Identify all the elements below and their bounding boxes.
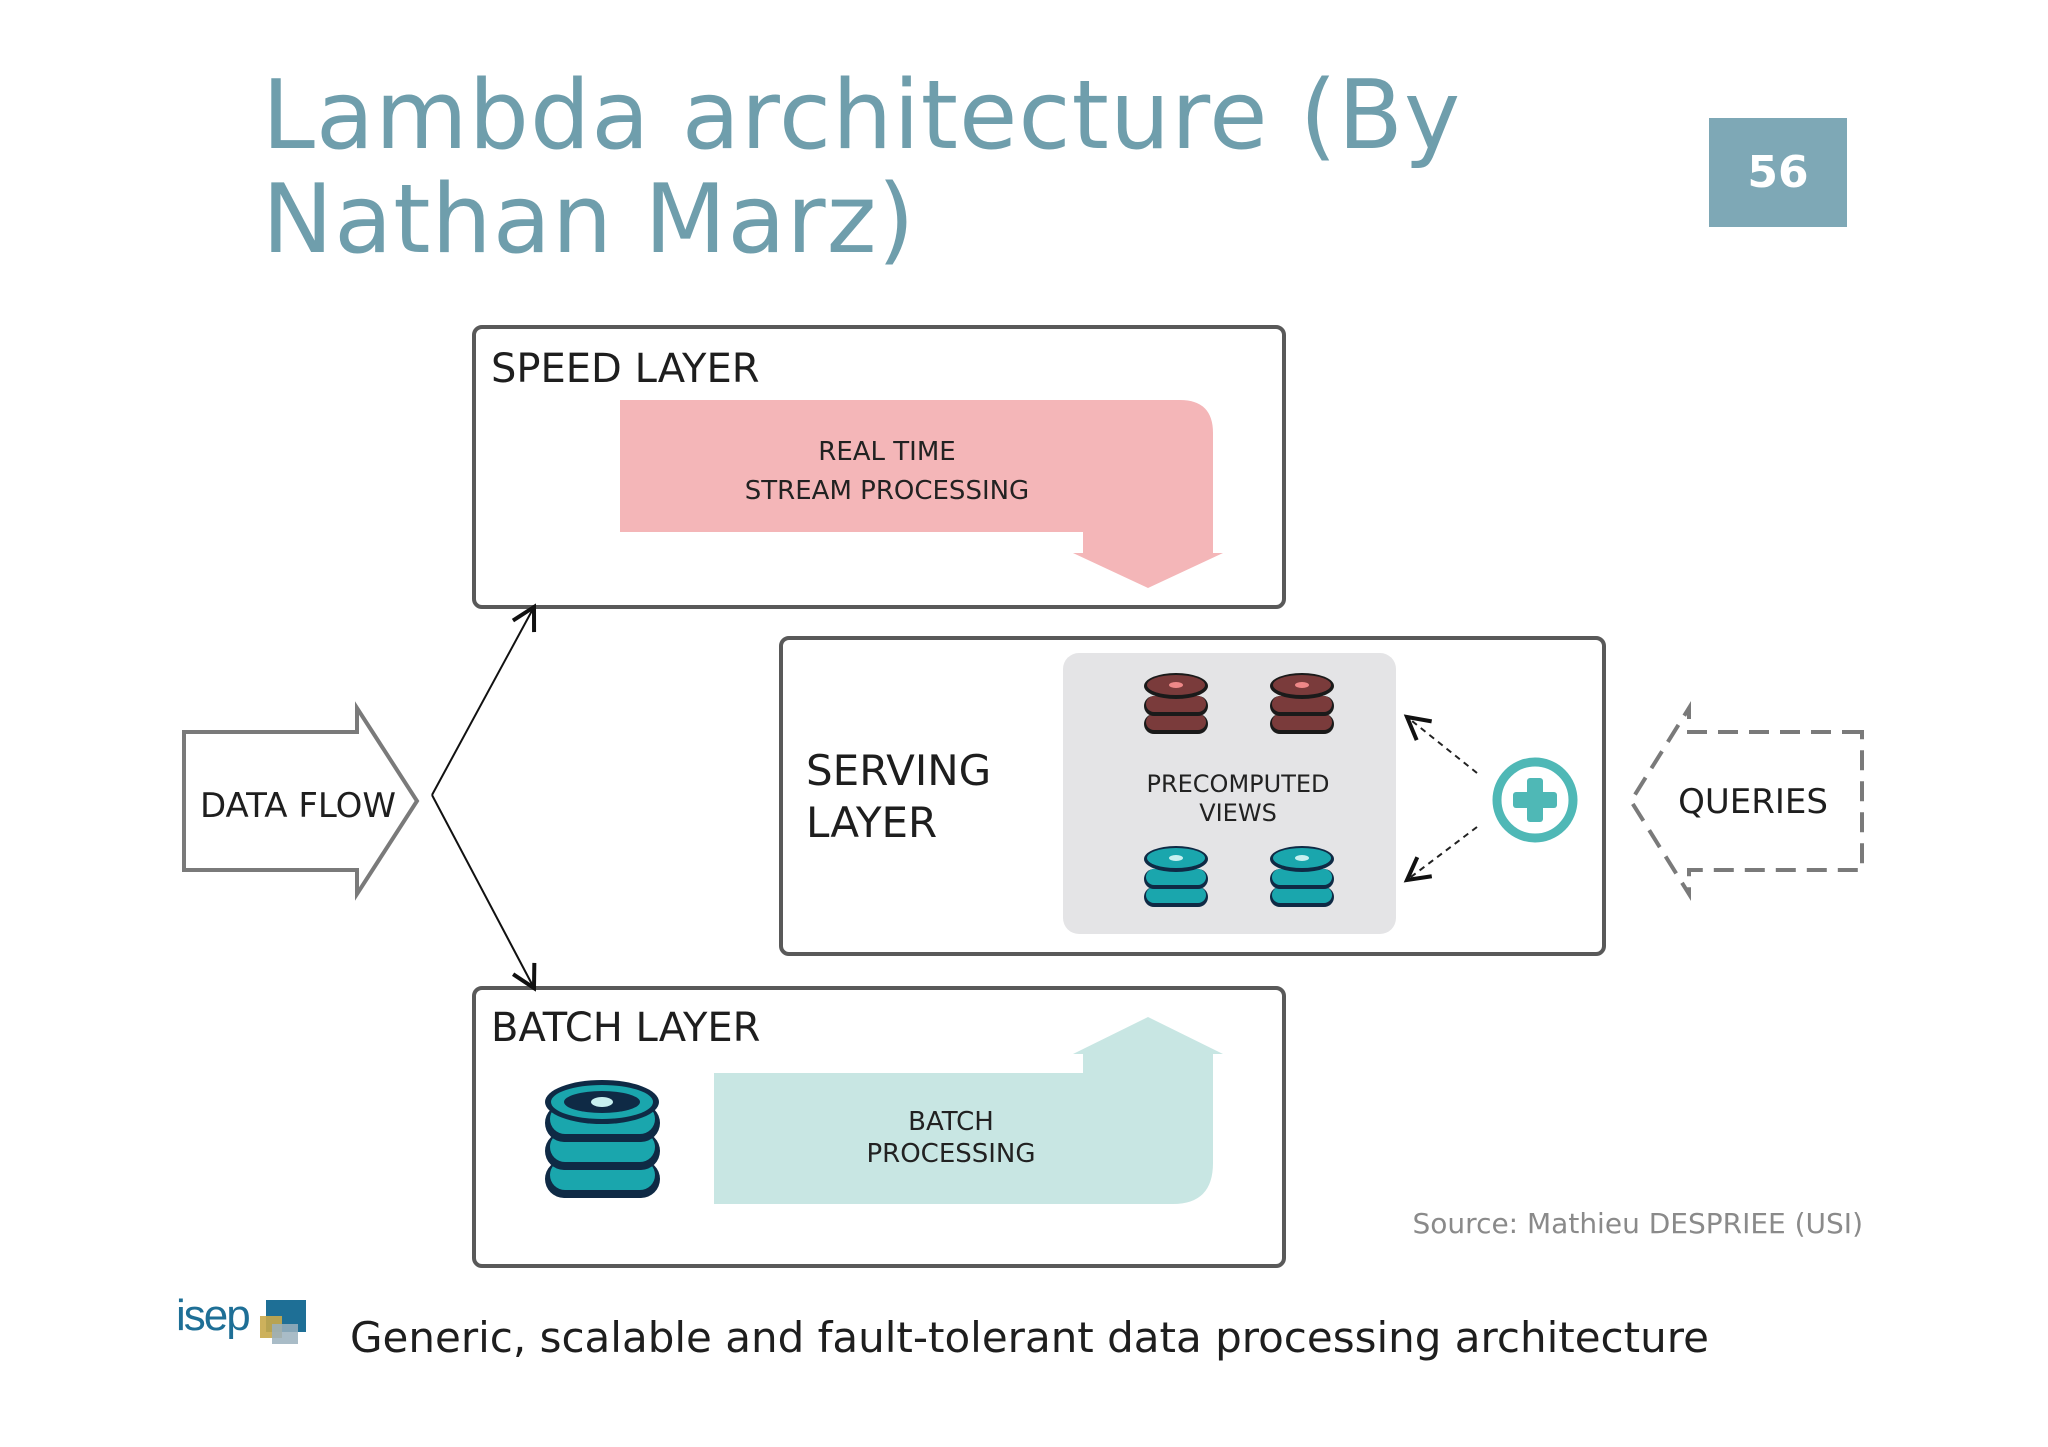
speed-layer-label: SPEED LAYER xyxy=(491,346,760,392)
slide-caption: Generic, scalable and fault-tolerant dat… xyxy=(350,1313,1709,1362)
logo-text: isep xyxy=(176,1291,249,1340)
database-icon-teal-1 xyxy=(1144,846,1208,907)
serving-layer-label-line1: SERVING xyxy=(806,746,991,795)
batch-processing-arrow xyxy=(714,1017,1223,1204)
isep-logo: isep xyxy=(176,1290,311,1350)
queries-label: QUERIES xyxy=(1678,782,1828,822)
batch-layer-label: BATCH LAYER xyxy=(491,1005,760,1051)
page-title: Lambda architecture (By Nathan Marz) xyxy=(262,61,1462,275)
database-icon-teal-2 xyxy=(1270,846,1334,907)
speed-process-label-line1: REAL TIME xyxy=(818,437,955,467)
data-flow-label: DATA FLOW xyxy=(200,786,396,826)
flow-arrow-to-batch xyxy=(431,794,534,988)
query-arrow-lower xyxy=(1407,826,1478,880)
views-label-line1: PRECOMPUTED xyxy=(1146,770,1329,798)
speed-processing-arrow xyxy=(620,400,1223,588)
page-number-badge: 56 xyxy=(1709,118,1847,227)
batch-database-icon xyxy=(545,1080,660,1198)
source-credit: Source: Mathieu DESPRIEE (USI) xyxy=(1412,1207,1863,1240)
views-label-line2: VIEWS xyxy=(1199,799,1277,827)
batch-process-label-line2: PROCESSING xyxy=(866,1139,1035,1169)
query-arrow-upper xyxy=(1407,717,1478,774)
flow-arrow-to-speed xyxy=(431,607,534,796)
batch-process-label-line1: BATCH xyxy=(908,1107,994,1137)
database-icon-red-1 xyxy=(1144,673,1208,734)
database-icon-red-2 xyxy=(1270,673,1334,734)
plus-icon xyxy=(1492,757,1578,843)
speed-process-label-line2: STREAM PROCESSING xyxy=(745,476,1029,506)
serving-layer-label-line2: LAYER xyxy=(806,798,937,847)
data-flow-arrow xyxy=(182,701,420,901)
